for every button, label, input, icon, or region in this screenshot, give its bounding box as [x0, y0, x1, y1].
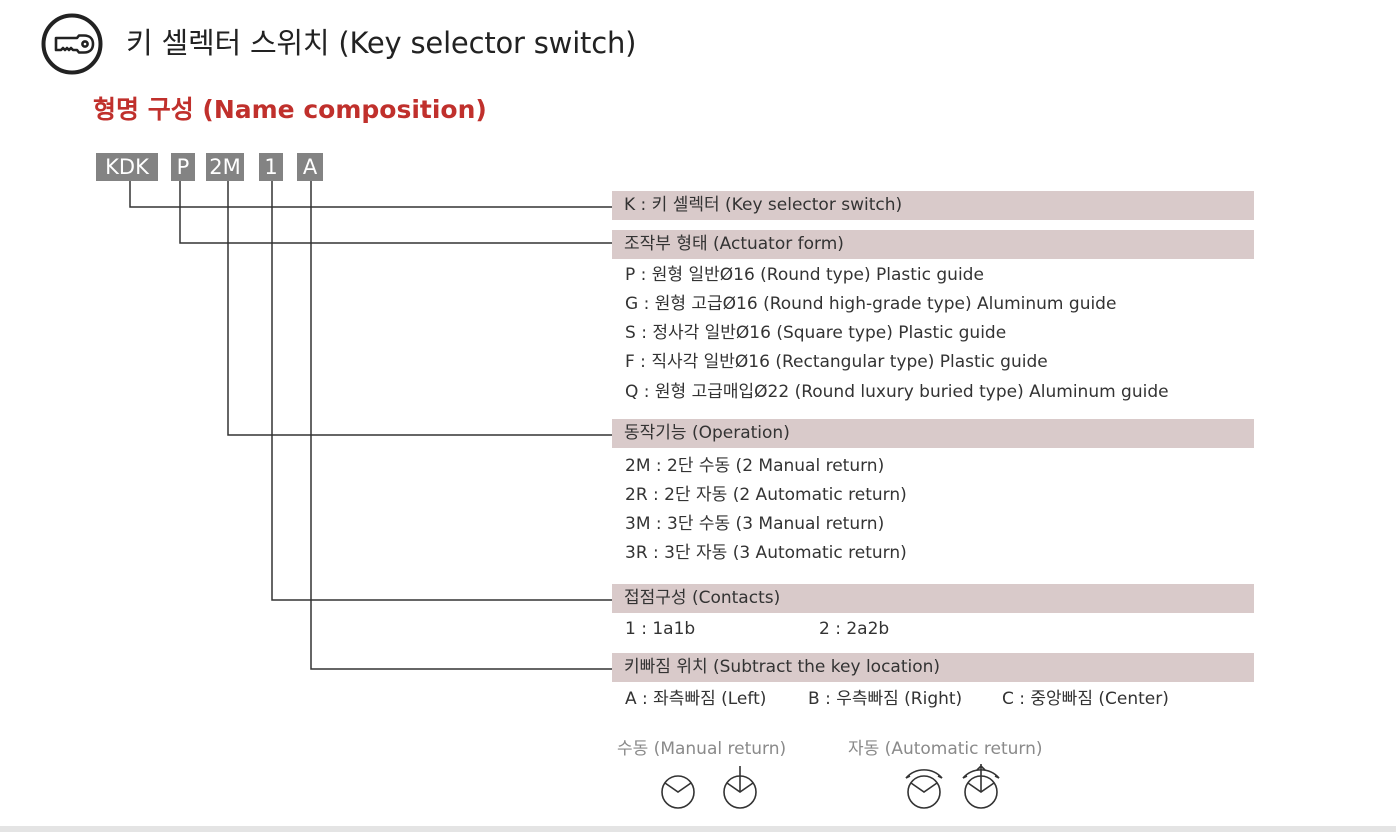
actuator-option-q: Q : 원형 고급매입Ø22 (Round luxury buried type…: [625, 382, 1169, 402]
code-box-actuator: P: [171, 153, 195, 181]
connector-line-contacts: [271, 181, 612, 601]
auto-3pos-symbol-icon: [962, 764, 1000, 809]
auto-2pos-symbol-icon: [905, 769, 943, 809]
operation-option-2r: 2R : 2단 자동 (2 Automatic return): [625, 485, 907, 505]
operation-option-2m: 2M : 2단 수동 (2 Manual return): [625, 456, 885, 476]
key-icon: [41, 13, 103, 75]
key-location-option-a: A : 좌측빠짐 (Left): [625, 689, 767, 709]
key-location-option-c: C : 중앙빠짐 (Center): [1002, 689, 1169, 709]
manual-2pos-symbol-icon: [661, 775, 695, 809]
connector-line-actuator: [179, 181, 612, 244]
manual-3pos-symbol-icon: [723, 766, 757, 809]
actuator-option-g: G : 원형 고급Ø16 (Round high-grade type) Alu…: [625, 294, 1117, 314]
actuator-option-f: F : 직사각 일반Ø16 (Rectangular type) Plastic…: [625, 352, 1048, 372]
actuator-option-p: P : 원형 일반Ø16 (Round type) Plastic guide: [625, 265, 984, 285]
key-location-option-b: B : 우측빠짐 (Right): [808, 689, 963, 709]
operation-option-3m: 3M : 3단 수동 (3 Manual return): [625, 514, 885, 534]
bar-switch-type: K : 키 셀렉터 (Key selector switch): [612, 191, 1254, 220]
code-box-key-location: A: [297, 153, 323, 181]
bar-operation: 동작기능 (Operation): [612, 419, 1254, 448]
page-title: 키 셀렉터 스위치 (Key selector switch): [126, 26, 637, 60]
bar-contacts: 접점구성 (Contacts): [612, 584, 1254, 613]
code-box-operation: 2M: [206, 153, 244, 181]
contacts-option-1: 1 : 1a1b: [625, 619, 696, 639]
manual-return-label: 수동 (Manual return): [617, 739, 787, 759]
contacts-option-2: 2 : 2a2b: [819, 619, 890, 639]
connector-line-key-location: [310, 181, 612, 670]
connector-line-operation: [227, 181, 612, 436]
bottom-divider: [0, 826, 1396, 832]
code-box-contacts: 1: [259, 153, 283, 181]
bar-actuator-form: 조작부 형태 (Actuator form): [612, 230, 1254, 259]
code-box-series: KDK: [96, 153, 158, 181]
actuator-option-s: S : 정사각 일반Ø16 (Square type) Plastic guid…: [625, 323, 1007, 343]
automatic-return-label: 자동 (Automatic return): [848, 739, 1043, 759]
section-title: 형명 구성 (Name composition): [93, 95, 487, 124]
connector-line-series: [129, 181, 612, 208]
operation-option-3r: 3R : 3단 자동 (3 Automatic return): [625, 543, 907, 563]
bar-key-location: 키빠짐 위치 (Subtract the key location): [612, 653, 1254, 682]
